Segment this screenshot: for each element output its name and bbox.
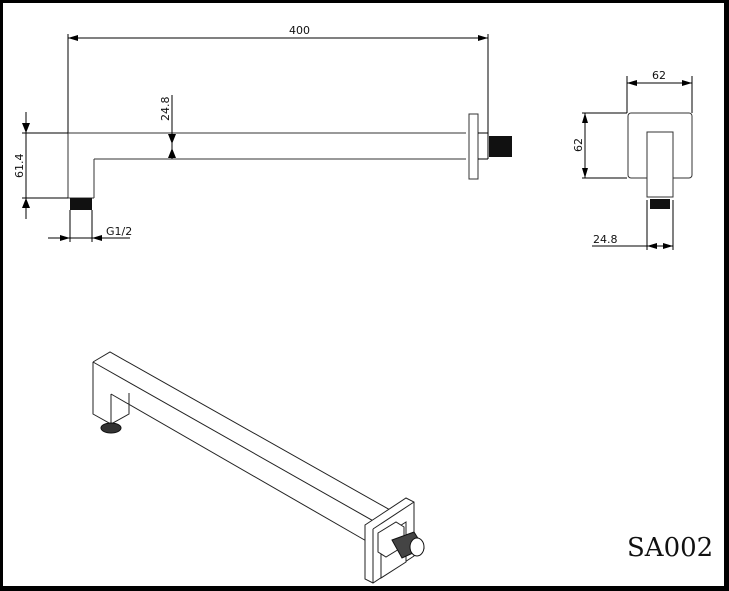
flange-width-label: 62 — [652, 69, 666, 82]
thread-outlet — [70, 198, 92, 210]
side-tube — [646, 131, 674, 198]
model-code: SA002 — [627, 533, 713, 563]
length-label: 400 — [289, 24, 310, 37]
wall-flange — [468, 113, 479, 180]
front-view — [22, 34, 512, 242]
side-thread — [650, 199, 670, 209]
thread-label: G1/2 — [106, 225, 132, 238]
thread-inlet — [489, 136, 512, 157]
drop-height-label: 61.4 — [13, 154, 26, 179]
flange-height-label: 62 — [572, 138, 585, 152]
isometric-view — [92, 351, 425, 584]
side-view — [582, 76, 693, 250]
arm-outline — [67, 132, 466, 199]
tube-width-label: 24.8 — [593, 233, 618, 246]
tube-height-label: 24.8 — [159, 97, 172, 122]
